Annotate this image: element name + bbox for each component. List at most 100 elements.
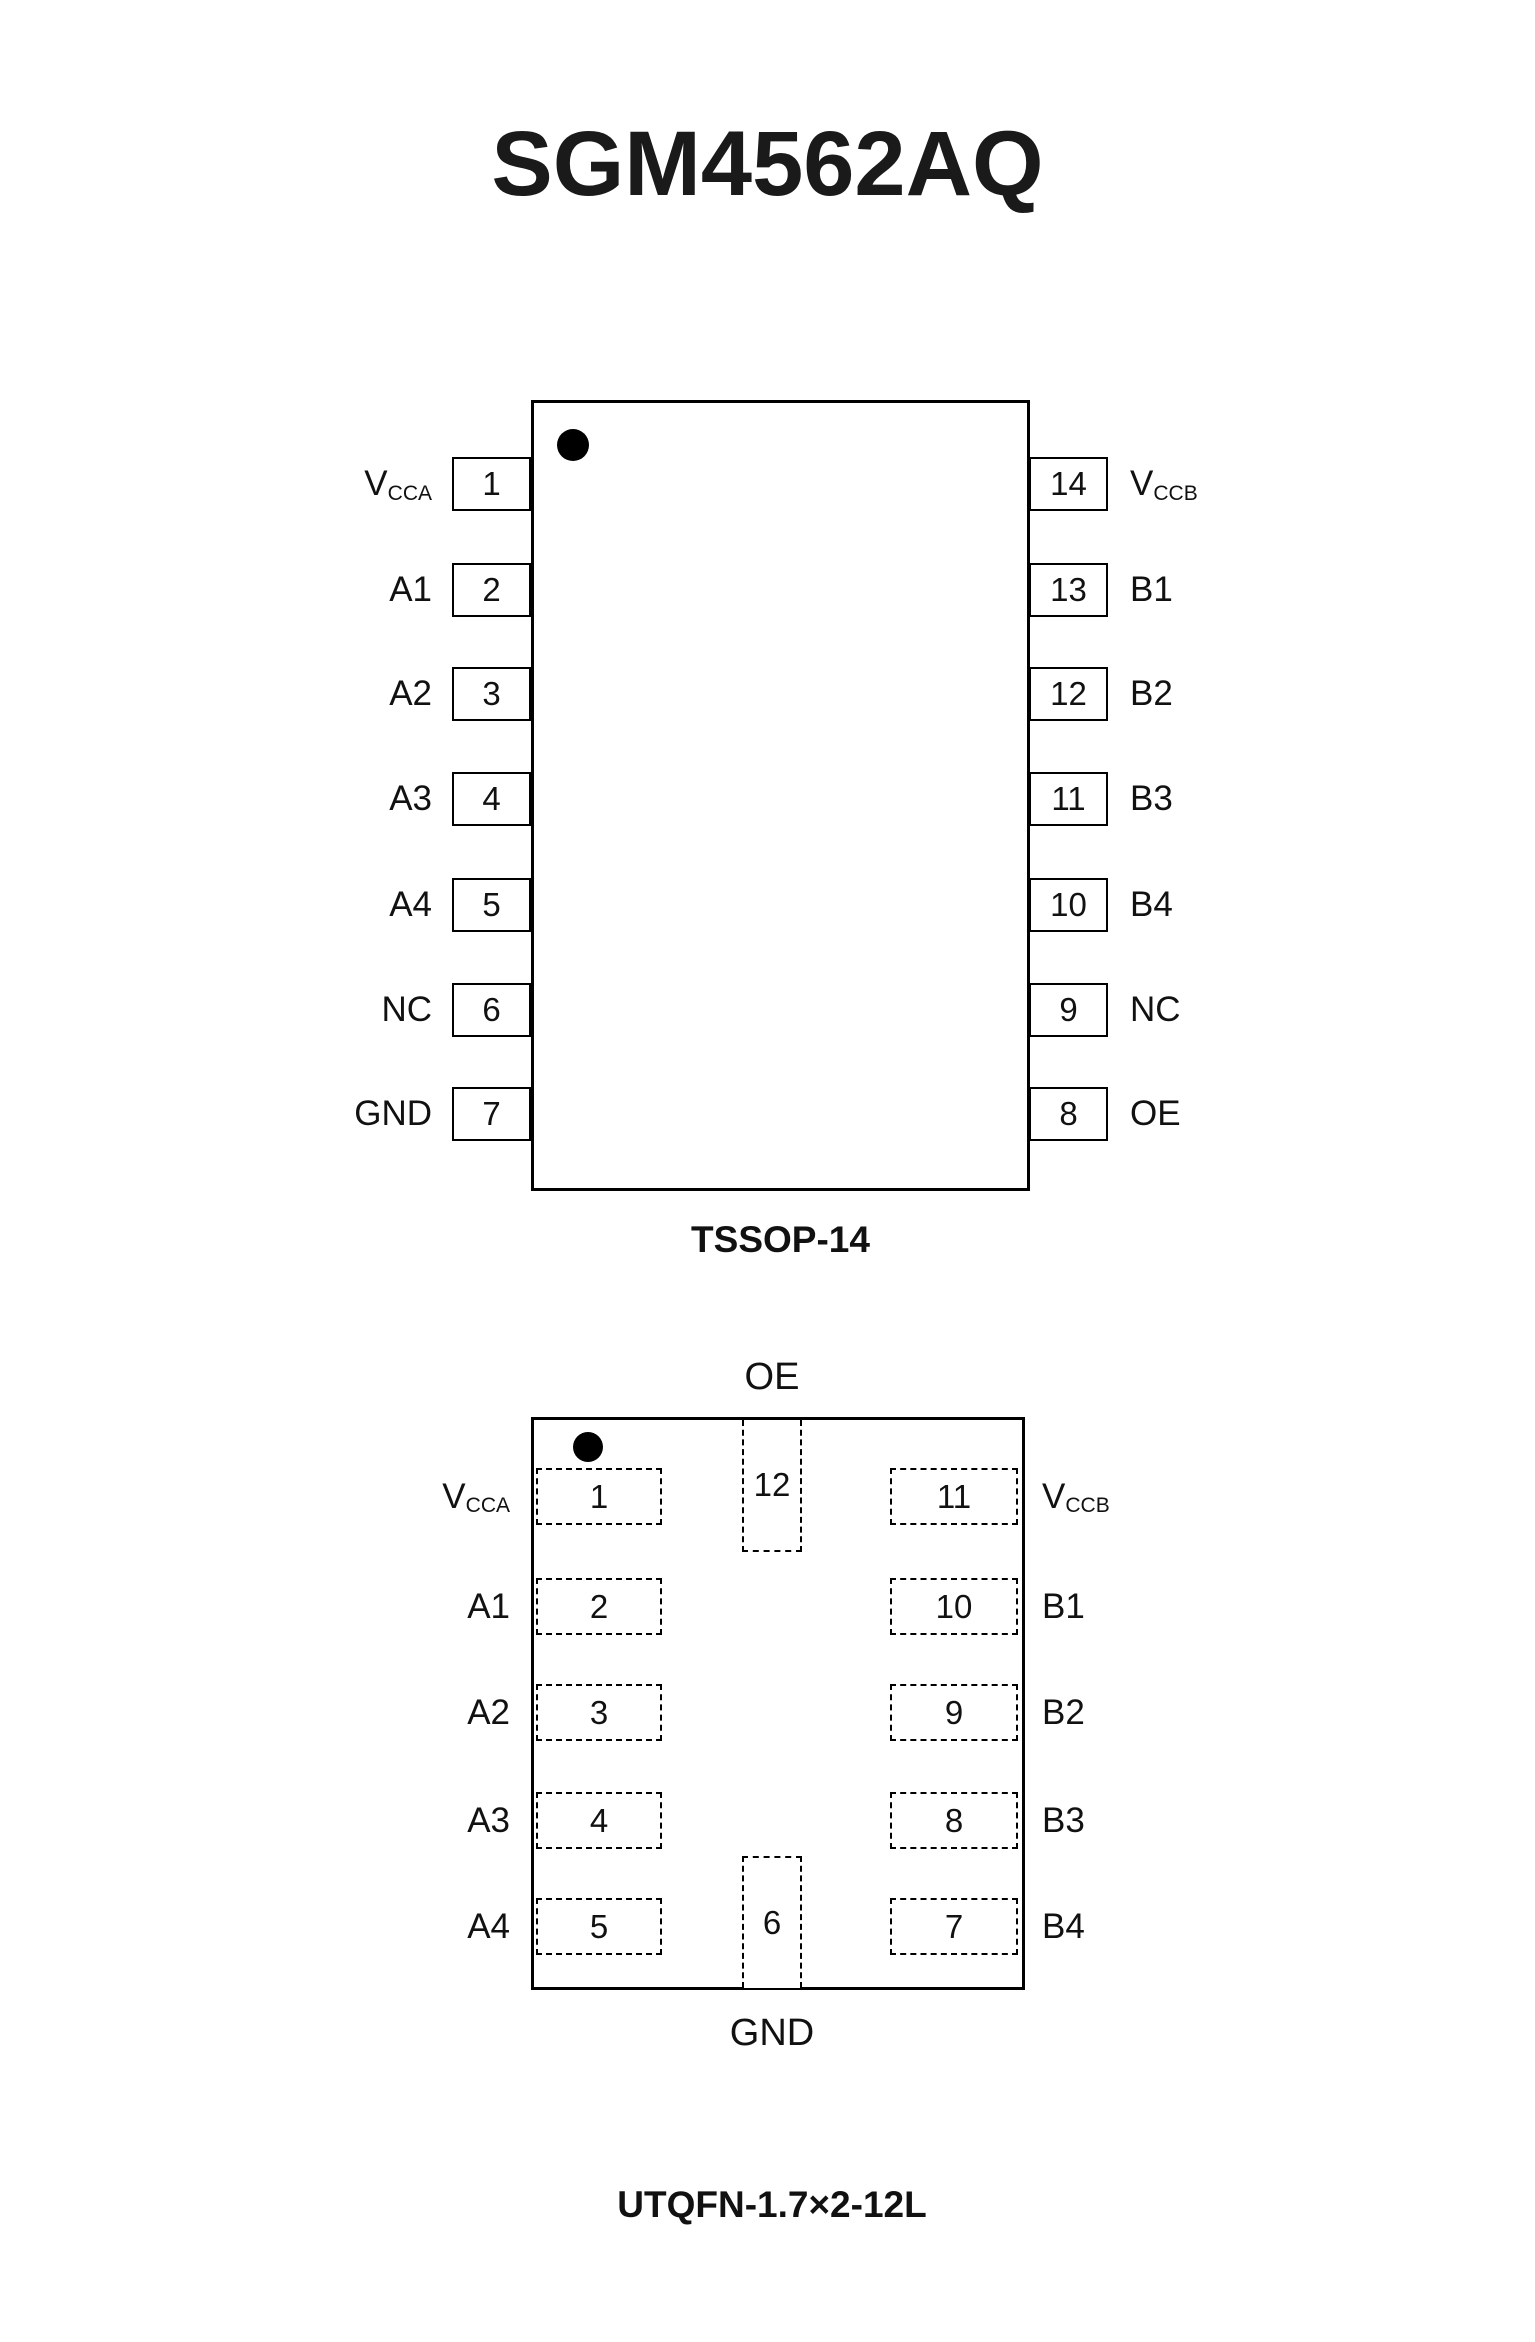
pin-label: VCCB bbox=[1042, 1476, 1110, 1518]
pin-label-text: A1 bbox=[389, 570, 432, 609]
pin-label: B2 bbox=[1042, 1693, 1085, 1733]
utqfn-package-caption: UTQFN-1.7×2-12L bbox=[617, 2184, 927, 2225]
pin-number-box: 1 bbox=[452, 457, 531, 511]
pin-label: A4 bbox=[260, 1907, 510, 1947]
pin-label-text: B1 bbox=[1042, 1586, 1085, 1626]
pin-label-text: A1 bbox=[467, 1586, 510, 1626]
pin-number-box: 8 bbox=[1029, 1087, 1108, 1141]
tssop-pin1-indicator-dot bbox=[557, 429, 589, 461]
pin-number-box: 7 bbox=[890, 1898, 1018, 1955]
pin-label-text: B3 bbox=[1042, 1800, 1085, 1840]
tssop-left-pin-row-6: NC 6 bbox=[240, 983, 531, 1037]
pin-label-text: B4 bbox=[1042, 1906, 1085, 1946]
pin-label: B4 bbox=[1130, 885, 1173, 925]
pin-number-box: 12 bbox=[1029, 667, 1108, 721]
utqfn-right-pin-row-10: 10 B1 bbox=[890, 1578, 1085, 1635]
pin-label-text: GND bbox=[354, 1094, 432, 1133]
tssop-right-pin-row-14: 14 VCCB bbox=[1029, 457, 1198, 511]
pin-number-box: 6 bbox=[452, 983, 531, 1037]
tssop-right-pin-row-11: 11 B3 bbox=[1029, 772, 1173, 826]
pin-label-subscript: CCB bbox=[1153, 481, 1198, 505]
pin-label-text: V bbox=[1042, 1476, 1066, 1516]
pin-label: B3 bbox=[1130, 779, 1173, 819]
pin-number-box: 5 bbox=[452, 878, 531, 932]
pin-number-box: 7 bbox=[452, 1087, 531, 1141]
utqfn-left-pin-row-3: A2 3 bbox=[260, 1684, 662, 1741]
utqfn-left-pin-row-1: VCCA 1 bbox=[260, 1468, 662, 1525]
pin-number-box: 11 bbox=[890, 1468, 1018, 1525]
pin-label: A3 bbox=[260, 1801, 510, 1841]
pin-label-text: A4 bbox=[389, 885, 432, 924]
pin-label: B3 bbox=[1042, 1801, 1085, 1841]
pin-number-box: 2 bbox=[452, 563, 531, 617]
pin-number-box: 11 bbox=[1029, 772, 1108, 826]
tssop-package-caption: TSSOP-14 bbox=[691, 1219, 870, 1260]
tssop-left-pin-row-1: VCCA 1 bbox=[240, 457, 531, 511]
pin-label: A4 bbox=[389, 885, 432, 925]
utqfn-right-pin-row-11: 11 VCCB bbox=[890, 1468, 1110, 1525]
pin-number-box: 9 bbox=[1029, 983, 1108, 1037]
tssop-left-pin-row-5: A4 5 bbox=[240, 878, 531, 932]
pin-label: A3 bbox=[389, 779, 432, 819]
utqfn-bottom-pin-number-box: 6 bbox=[742, 1856, 802, 1988]
tssop-left-pin-row-4: A3 4 bbox=[240, 772, 531, 826]
pin-number-box: 2 bbox=[536, 1578, 662, 1635]
pin-label-subscript: CCA bbox=[465, 1494, 510, 1518]
pin-label-text: NC bbox=[1130, 990, 1181, 1029]
pin-label: NC bbox=[1130, 990, 1181, 1030]
tssop-left-pin-row-2: A1 2 bbox=[240, 563, 531, 617]
pin-number-box: 9 bbox=[890, 1684, 1018, 1741]
pin-label-text: OE bbox=[1130, 1094, 1181, 1133]
pin-label: A1 bbox=[389, 570, 432, 610]
pin-label: A2 bbox=[260, 1693, 510, 1733]
pin-number-box: 8 bbox=[890, 1792, 1018, 1849]
pin-number-box: 14 bbox=[1029, 457, 1108, 511]
utqfn-top-pin-number-box: 12 bbox=[742, 1420, 802, 1552]
utqfn-right-pin-row-9: 9 B2 bbox=[890, 1684, 1085, 1741]
pin-label-text: V bbox=[364, 464, 388, 503]
tssop-right-pin-row-13: 13 B1 bbox=[1029, 563, 1173, 617]
pin-label-text: B2 bbox=[1042, 1692, 1085, 1732]
utqfn-left-pin-row-4: A3 4 bbox=[260, 1792, 662, 1849]
utqfn-left-pin-row-2: A1 2 bbox=[260, 1578, 662, 1635]
pin-label: A2 bbox=[389, 674, 432, 714]
pin-label-subscript: CCA bbox=[387, 481, 432, 505]
utqfn-right-pin-row-8: 8 B3 bbox=[890, 1792, 1085, 1849]
pin-label-text: NC bbox=[381, 990, 432, 1029]
pin-label: B1 bbox=[1130, 570, 1173, 610]
pin-label-text: A3 bbox=[467, 1800, 510, 1840]
pin-number-box: 10 bbox=[890, 1578, 1018, 1635]
pin-number-box: 1 bbox=[536, 1468, 662, 1525]
utqfn-gnd-bottom-label: GND bbox=[729, 2012, 815, 2054]
pin-label: B4 bbox=[1042, 1907, 1085, 1947]
tssop-chip-body bbox=[531, 400, 1030, 1191]
tssop-left-pin-row-3: A2 3 bbox=[240, 667, 531, 721]
pin-label-text: B1 bbox=[1130, 570, 1173, 609]
pin-label: VCCA bbox=[260, 1476, 510, 1518]
pin-number-box: 4 bbox=[452, 772, 531, 826]
pin-label-text: V bbox=[1130, 464, 1154, 503]
pin-label-text: V bbox=[442, 1476, 466, 1516]
tssop-right-pin-row-10: 10 B4 bbox=[1029, 878, 1173, 932]
pin-label-subscript: CCB bbox=[1065, 1494, 1110, 1518]
pin-number-box: 10 bbox=[1029, 878, 1108, 932]
pin-number-box: 3 bbox=[536, 1684, 662, 1741]
pin-label: A1 bbox=[260, 1587, 510, 1627]
tssop-right-pin-row-12: 12 B2 bbox=[1029, 667, 1173, 721]
tssop-right-pin-row-9: 9 NC bbox=[1029, 983, 1181, 1037]
utqfn-oe-top-label: OE bbox=[744, 1356, 800, 1398]
pin-label-text: A3 bbox=[389, 779, 432, 818]
pin-number-box: 4 bbox=[536, 1792, 662, 1849]
pin-label-text: B4 bbox=[1130, 885, 1173, 924]
pin-label-text: B3 bbox=[1130, 779, 1173, 818]
pin-label-text: A2 bbox=[389, 674, 432, 713]
pin-label: GND bbox=[354, 1094, 432, 1134]
pin-label: B2 bbox=[1130, 674, 1173, 714]
pin-label: NC bbox=[381, 990, 432, 1030]
pin-label-text: A2 bbox=[467, 1692, 510, 1732]
utqfn-left-pin-row-5: A4 5 bbox=[260, 1898, 662, 1955]
pin-label: B1 bbox=[1042, 1587, 1085, 1627]
page-title: SGM4562AQ bbox=[491, 113, 1044, 215]
pin-label: VCCA bbox=[364, 464, 432, 505]
